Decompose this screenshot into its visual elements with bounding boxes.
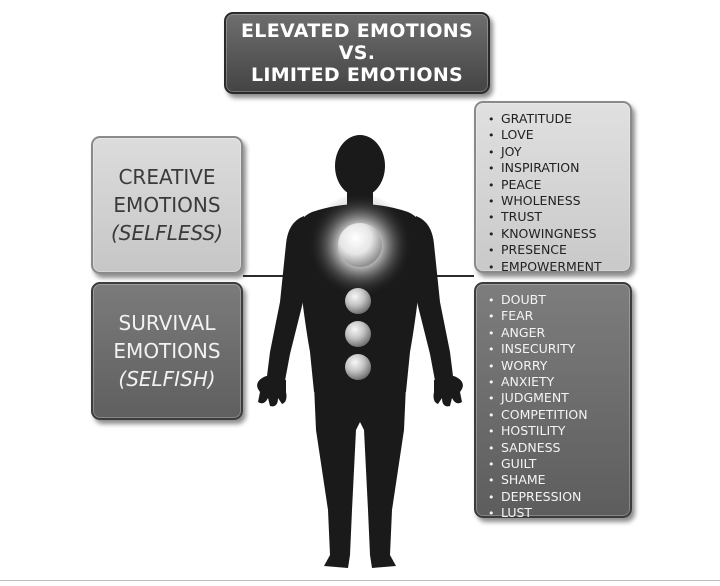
list-item: JUDGMENT: [488, 390, 630, 406]
survival-line-3: (SELFISH): [118, 367, 216, 391]
orb-icon-root: [345, 354, 371, 380]
creative-line-2: EMOTIONS: [113, 193, 221, 217]
list-item: GRATITUDE: [488, 111, 630, 127]
list-item: PEACE: [488, 177, 630, 193]
glowing-heart-orb-icon: [338, 223, 382, 267]
limited-emotions-list: DOUBT FEAR ANGER INSECURITY WORRY ANXIET…: [488, 292, 630, 522]
list-item: INSPIRATION: [488, 160, 630, 176]
list-item: INSECURITY: [488, 341, 630, 357]
list-item: SHAME: [488, 472, 630, 488]
elevated-emotions-list-box: GRATITUDE LOVE JOY INSPIRATION PEACE WHO…: [474, 101, 632, 275]
list-item: ANGER: [488, 325, 630, 341]
limited-emotions-list-box: DOUBT FEAR ANGER INSECURITY WORRY ANXIET…: [474, 282, 632, 520]
list-item: FEAR: [488, 308, 630, 324]
list-item: COMPETITION: [488, 407, 630, 423]
list-item: EMPOWERMENT: [488, 259, 630, 275]
orb-icon-sacral: [345, 321, 371, 347]
creative-line-3: (SELFLESS): [110, 221, 224, 245]
survival-line-2: EMOTIONS: [113, 339, 221, 363]
list-item: HOSTILITY: [488, 423, 630, 439]
list-item: WORRY: [488, 358, 630, 374]
list-item: DEPRESSION: [488, 489, 630, 505]
bottom-border-line: [0, 580, 720, 581]
list-item: TRUST: [488, 209, 630, 225]
list-item: LOVE: [488, 127, 630, 143]
creative-emotions-box: CREATIVE EMOTIONS (SELFLESS): [91, 136, 243, 274]
title-line-3: LIMITED EMOTIONS: [250, 64, 464, 86]
human-silhouette-icon: [257, 135, 463, 568]
list-item: SADNESS: [488, 440, 630, 456]
list-item: LUST: [488, 505, 630, 521]
list-item: PRESENCE: [488, 242, 630, 258]
survival-line-1: SURVIVAL: [118, 311, 216, 335]
list-item: WHOLENESS: [488, 193, 630, 209]
list-item: DOUBT: [488, 292, 630, 308]
elevated-emotions-list: GRATITUDE LOVE JOY INSPIRATION PEACE WHO…: [488, 111, 630, 275]
survival-emotions-box: SURVIVAL EMOTIONS (SELFISH): [91, 282, 243, 420]
list-item: GUILT: [488, 456, 630, 472]
list-item: KNOWINGNESS: [488, 226, 630, 242]
title-box: ELEVATED EMOTIONS VS. LIMITED EMOTIONS: [224, 12, 490, 94]
title-line-2: VS.: [338, 42, 376, 64]
creative-line-1: CREATIVE: [118, 165, 216, 189]
list-item: JOY: [488, 144, 630, 160]
list-item: ANXIETY: [488, 374, 630, 390]
orb-icon-solar-plexus: [345, 288, 371, 314]
title-line-1: ELEVATED EMOTIONS: [241, 20, 473, 42]
